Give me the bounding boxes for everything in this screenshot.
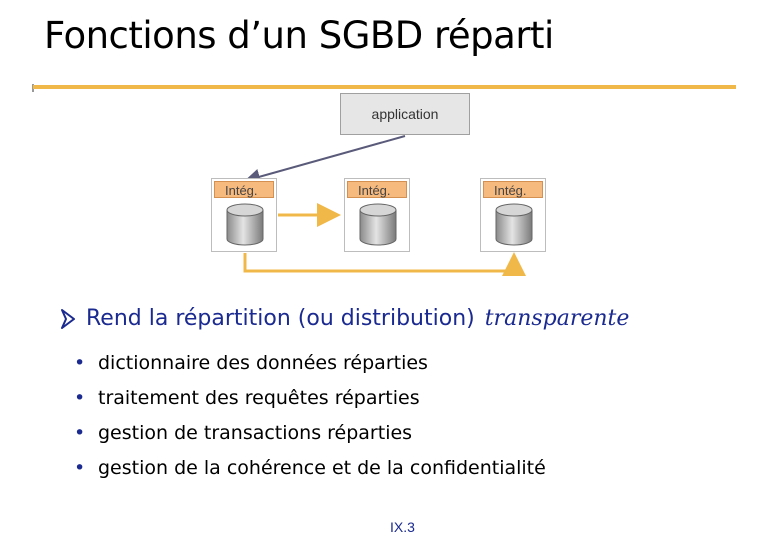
app-to-site-arrow	[244, 135, 406, 185]
sub-bullet-text: dictionnaire des données réparties	[98, 351, 428, 374]
database-icon	[495, 203, 533, 246]
database-icon	[226, 203, 264, 246]
bullet-dot-icon: •	[74, 351, 86, 374]
bullet-dot-icon: •	[74, 421, 86, 444]
title-underline	[33, 85, 736, 89]
site-label-3: Intég.	[483, 181, 543, 198]
application-box: application	[340, 93, 470, 135]
bullet-dot-icon: •	[74, 456, 86, 479]
sub-bullet-text: gestion de la cohérence et de la confide…	[98, 456, 546, 479]
main-bullet-text: Rend la répartition (ou distribution)	[86, 306, 475, 331]
bullet-dot-icon: •	[74, 386, 86, 409]
slide-title: Fonctions d’un SGBD réparti	[44, 14, 554, 57]
site-node-1: Intég.	[211, 178, 277, 252]
main-bullet-emphasis: transparente	[484, 306, 630, 331]
page-number: IX.3	[390, 519, 415, 535]
list-item: • traitement des requêtes réparties	[74, 380, 629, 415]
site-node-3: Intég.	[480, 178, 546, 252]
application-label: application	[371, 106, 439, 122]
list-item: • gestion de la cohérence et de la confi…	[74, 450, 629, 485]
sub-bullet-text: gestion de transactions réparties	[98, 421, 413, 444]
main-bullet: Rend la répartition (ou distribution) tr…	[60, 306, 629, 331]
architecture-diagram: application Intég. Intég.	[211, 93, 546, 276]
list-item: • gestion de transactions réparties	[74, 415, 629, 450]
bullet-section: Rend la répartition (ou distribution) tr…	[60, 306, 629, 485]
site1-to-site3-connector	[243, 252, 526, 276]
sub-bullet-list: • dictionnaire des données réparties • t…	[60, 345, 629, 485]
sub-bullet-text: traitement des requêtes réparties	[98, 386, 420, 409]
diagram-connectors	[243, 135, 526, 276]
site-label-2: Intég.	[347, 181, 407, 198]
database-icon	[359, 203, 397, 246]
site-label-1: Intég.	[214, 181, 274, 198]
list-item: • dictionnaire des données réparties	[74, 345, 629, 380]
arrow-bullet-icon	[61, 308, 75, 329]
site-node-2: Intég.	[344, 178, 410, 252]
